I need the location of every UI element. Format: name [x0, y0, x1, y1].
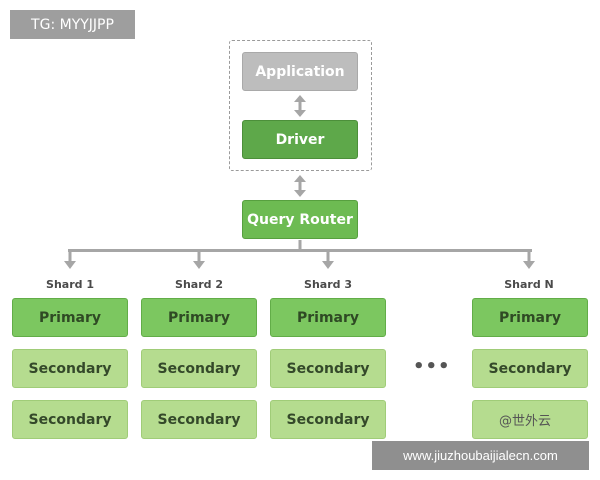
shard-n-secondary: Secondary	[472, 349, 588, 388]
shard-label: Shard N	[504, 278, 554, 291]
client-group-outline	[229, 40, 372, 171]
tag-label: TG: MYYJJPP	[10, 10, 135, 39]
shard-1-secondary: Secondary	[12, 349, 128, 388]
shard-3-primary: Primary	[270, 298, 386, 337]
shard-label: Shard 1	[46, 278, 94, 291]
shard-1-primary: Primary	[12, 298, 128, 337]
query-router-node: Query Router	[242, 200, 358, 239]
shard-2-primary: Primary	[141, 298, 257, 337]
url-label: www.jiuzhoubaijialecn.com	[372, 441, 589, 470]
watermark-text: @世外云	[499, 414, 552, 429]
shard-n-primary: Primary	[472, 298, 588, 337]
shard-1-secondary: Secondary	[12, 400, 128, 439]
more-shards-ellipsis: •••	[413, 356, 451, 377]
shard-n-secondary-partial	[472, 400, 588, 439]
shard-3-secondary: Secondary	[270, 349, 386, 388]
shard-label: Shard 2	[175, 278, 223, 291]
shard-2-secondary: Secondary	[141, 349, 257, 388]
shard-2-secondary: Secondary	[141, 400, 257, 439]
shard-3-secondary: Secondary	[270, 400, 386, 439]
application-node: Application	[242, 52, 358, 91]
driver-node: Driver	[242, 120, 358, 159]
shard-label: Shard 3	[304, 278, 352, 291]
